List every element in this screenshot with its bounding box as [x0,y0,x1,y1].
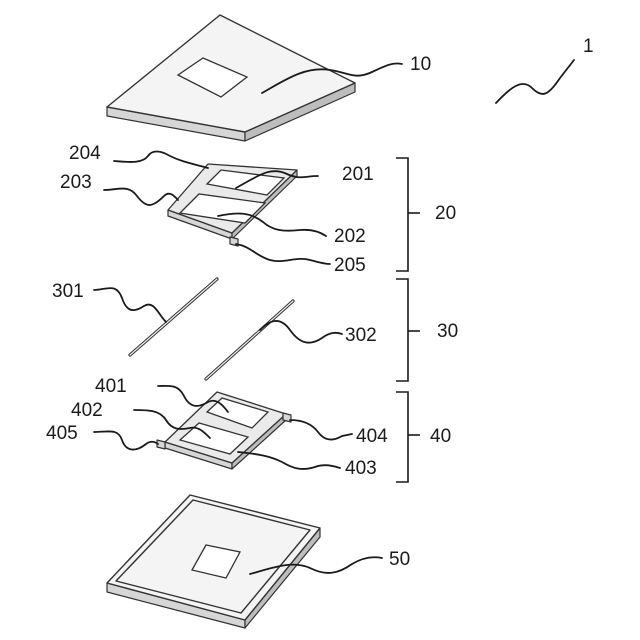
brace-20 [396,158,408,271]
leader-404 [290,420,352,439]
label-301: 301 [52,281,84,302]
bottom-plate-50 [107,495,320,628]
leader-302 [260,321,342,343]
label-20: 20 [435,203,456,224]
top-plate-10 [107,15,355,141]
leader-203 [104,189,178,206]
brace-40 [396,392,408,482]
label-401: 401 [95,376,127,397]
label-10: 10 [410,54,431,75]
leader-403 [238,452,340,469]
label-202: 202 [334,226,366,247]
label-402: 402 [71,400,103,421]
label-1: 1 [583,36,594,57]
brace-30 [396,279,408,381]
label-203: 203 [60,172,92,193]
leader-204 [114,152,208,169]
label-30: 30 [437,321,458,342]
leader-301 [94,288,166,322]
label-302: 302 [345,325,377,346]
frame-20 [168,164,297,246]
leader-1 [496,60,574,103]
label-404: 404 [356,426,388,447]
leader-lines [94,60,574,574]
label-205: 205 [334,255,366,276]
label-40: 40 [430,426,451,447]
leader-405 [94,431,158,449]
leader-205 [236,244,330,264]
label-204: 204 [69,143,101,164]
label-50: 50 [389,549,410,570]
label-201: 201 [342,164,374,185]
label-403: 403 [345,458,377,479]
wires-30 [130,279,293,379]
label-405: 405 [46,423,78,444]
